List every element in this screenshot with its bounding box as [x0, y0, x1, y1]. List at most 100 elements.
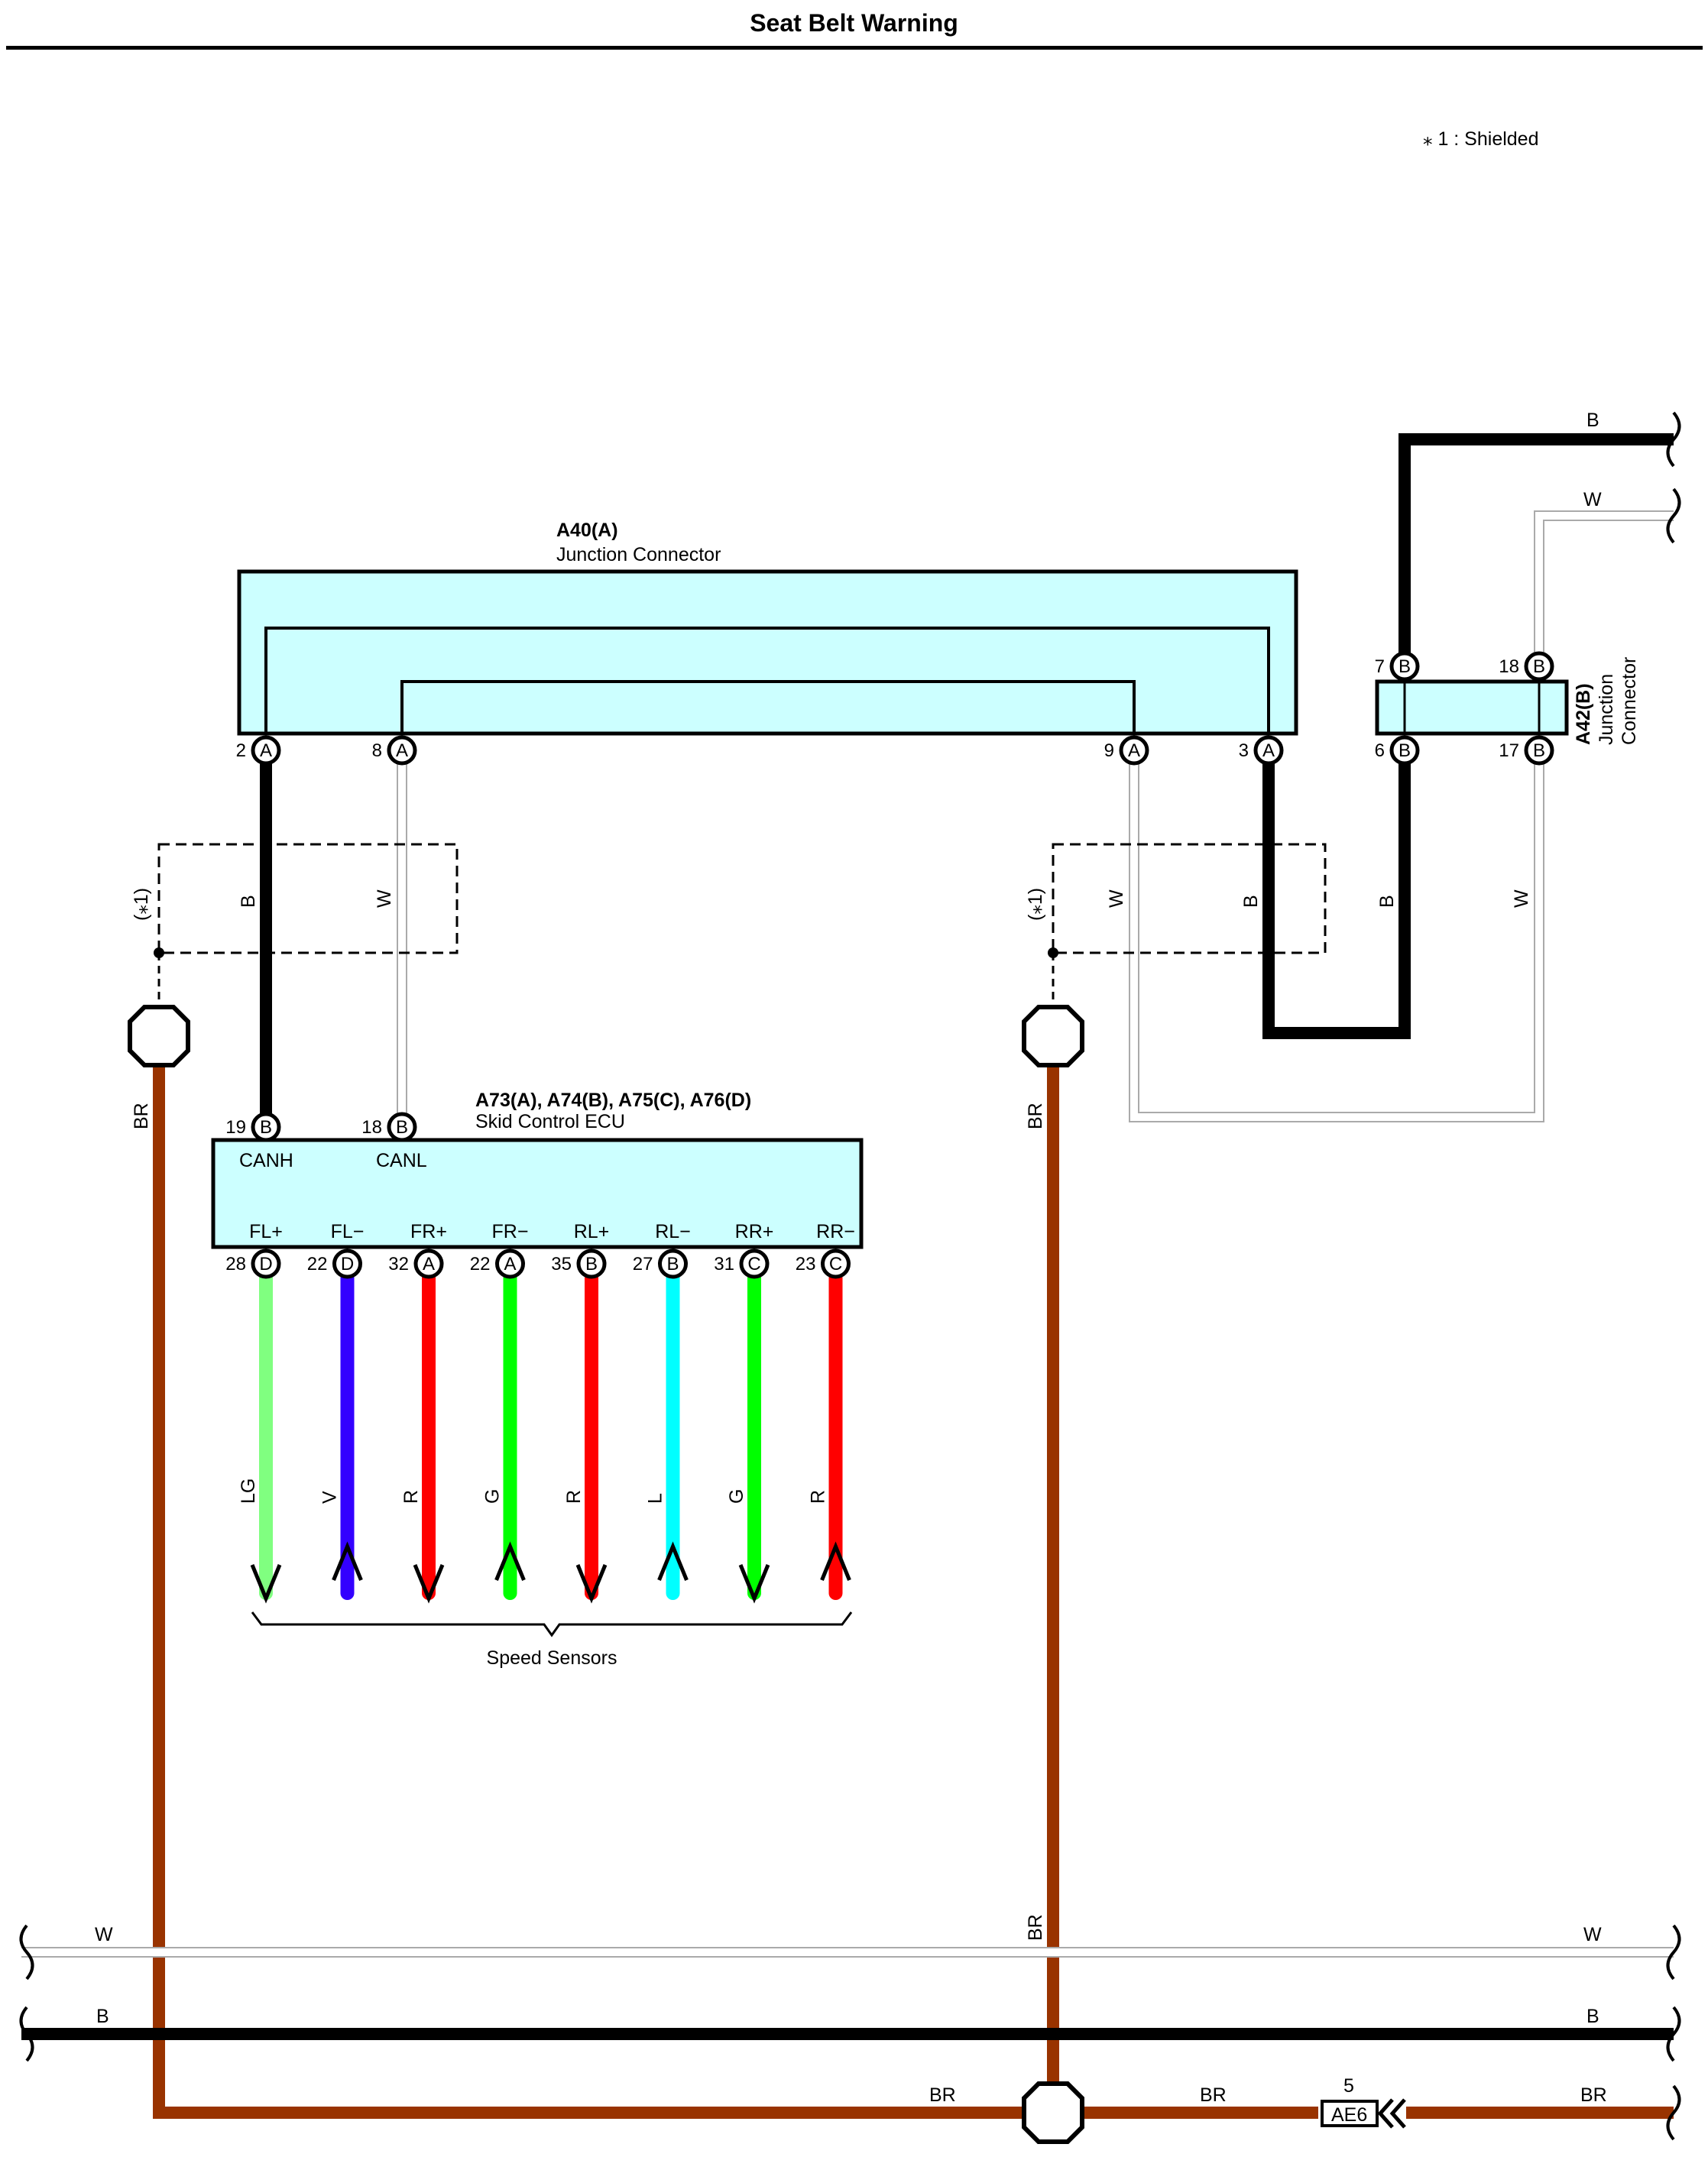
page-title: Seat Belt Warning — [750, 9, 958, 37]
a40-id: A40(A) — [556, 520, 618, 541]
wire-label-pin9-w: W — [1106, 889, 1127, 908]
ecu-name: Skid Control ECU — [475, 1111, 625, 1132]
ecu-pin-circle — [576, 1249, 607, 1279]
svg-text:8: 8 — [372, 740, 382, 761]
ecu-signal-label: RR− — [816, 1221, 855, 1242]
sensor-wire-label: R — [808, 1490, 829, 1504]
a42-name-1: Junction — [1596, 674, 1617, 745]
ecu-signal-label: RL− — [655, 1221, 691, 1242]
connector-ae6 — [1321, 2100, 1379, 2127]
svg-text:2: 2 — [236, 740, 246, 761]
sensor-wire-label: V — [319, 1491, 341, 1504]
svg-text:A: A — [1128, 740, 1140, 761]
wire-w-top-right — [1534, 510, 1674, 672]
break-mark-w-right — [1666, 1924, 1681, 1981]
break-mark-w-left — [19, 1924, 34, 1981]
ecu-pin-circle — [658, 1249, 688, 1279]
pin-a42-6: B6 — [1375, 735, 1420, 766]
svg-text:B: B — [1533, 656, 1545, 677]
wire-label-w-bus-left: W — [95, 1924, 113, 1945]
a42-box — [1375, 679, 1569, 736]
pin-ecu-19: B19 — [225, 1112, 281, 1142]
a40-internal-link-2-3 — [264, 627, 1270, 734]
svg-text:B: B — [1398, 740, 1411, 761]
svg-text:7: 7 — [1375, 656, 1385, 677]
break-mark-b-top — [1666, 411, 1681, 468]
ecu-id: A73(A), A74(B), A75(C), A76(D) — [475, 1090, 751, 1111]
ecu-signal-label: FR+ — [410, 1221, 447, 1242]
svg-text:B: B — [396, 1117, 408, 1138]
ecu-signal-label: FR− — [492, 1221, 529, 1242]
wire-label-b-bus-left: B — [96, 2006, 109, 2027]
sensor-arrow-up — [332, 1541, 363, 1581]
speed-sensors-brace — [251, 1611, 853, 1637]
ecu-signal-label: RL+ — [574, 1221, 610, 1242]
ecu-pin-letter: C — [829, 1254, 842, 1274]
title-rule — [6, 46, 1703, 50]
wire-label-b-bus-right: B — [1586, 2006, 1599, 2027]
sensor-arrow-down — [250, 1564, 282, 1604]
pin-a40-8: A8 — [372, 735, 417, 766]
splice-left — [128, 1005, 190, 1067]
ecu-pin-letter: D — [341, 1254, 354, 1274]
svg-text:18: 18 — [1499, 656, 1519, 677]
ecu-can-pins: B19 B18 — [225, 1112, 417, 1142]
wire-b-top-right — [1398, 433, 1674, 672]
pin-a40-9: A9 — [1104, 735, 1149, 766]
ecu-pin-number: 32 — [388, 1254, 409, 1274]
svg-text:A: A — [1262, 740, 1275, 761]
wire-br-left — [153, 1062, 1053, 2119]
wire-label-br-left: BR — [131, 1103, 152, 1129]
ecu-pin-circle — [739, 1249, 770, 1279]
wire-label-br-right-lower: BR — [1025, 1914, 1046, 1941]
shield-label-right: (⁎1) — [1025, 888, 1046, 921]
ecu-pin-circle — [251, 1249, 281, 1279]
ae6-label: AE6 — [1331, 2104, 1367, 2126]
ecu-signal-label: FL+ — [249, 1221, 283, 1242]
ecu-signal-canl: CANL — [376, 1150, 427, 1171]
a40-internal-link-8-9 — [400, 680, 1136, 734]
break-mark-b-right — [1666, 2006, 1681, 2062]
shield-label-left: (⁎1) — [131, 888, 152, 921]
wire-label-canh-b: B — [238, 895, 259, 908]
svg-text:17: 17 — [1499, 740, 1519, 761]
splice-bottom — [1022, 2081, 1084, 2144]
svg-text:B: B — [1398, 656, 1411, 677]
ecu-pin-circle — [821, 1249, 851, 1279]
pin-a42-17: B17 — [1499, 735, 1554, 766]
ae6-chevrons — [1377, 2098, 1406, 2129]
ecu-pin-letter: B — [666, 1254, 679, 1274]
sensor-wire-label: R — [563, 1490, 585, 1504]
ecu-pin-number: 27 — [633, 1254, 653, 1274]
pin-ecu-18: B18 — [361, 1112, 417, 1142]
wire-label-br-bus-1: BR — [929, 2084, 956, 2106]
sensor-arrow-down — [413, 1564, 445, 1604]
sensor-wire-label: R — [400, 1490, 422, 1504]
speed-sensor-wires: LGFL+D28VFL−D22RFR+A32GFR−A22RRL+B35LRL−… — [225, 1221, 855, 1604]
sensor-arrow-up — [820, 1541, 851, 1581]
wire-label-br-bus-3: BR — [1580, 2084, 1607, 2106]
ecu-pin-number: 22 — [307, 1254, 328, 1274]
pin-a40-3: A3 — [1239, 735, 1284, 766]
sensor-arrow-down — [575, 1564, 608, 1604]
a40-box — [237, 569, 1298, 736]
svg-text:19: 19 — [225, 1117, 246, 1138]
wire-label-pin17-w: W — [1511, 889, 1532, 908]
ecu-signal-label: FL− — [331, 1221, 365, 1242]
wire-b-pin3 — [1262, 750, 1411, 1039]
break-mark-w-top — [1666, 487, 1681, 544]
sensor-arrow-up — [657, 1541, 689, 1581]
svg-text:6: 6 — [1375, 740, 1385, 761]
a42-id: A42(B) — [1573, 683, 1594, 745]
wire-label-canl-w: W — [374, 889, 395, 908]
svg-text:9: 9 — [1104, 740, 1114, 761]
wire-w-pin9 — [1129, 750, 1544, 1122]
svg-text:A: A — [396, 740, 408, 761]
ecu-signal-canh: CANH — [239, 1150, 293, 1171]
ecu-signal-label: RR+ — [735, 1221, 774, 1242]
sensor-arrow-up — [494, 1541, 526, 1581]
svg-text:A: A — [260, 740, 272, 761]
wire-label-b-top: B — [1586, 410, 1599, 431]
wire-label-w-top: W — [1583, 489, 1602, 510]
